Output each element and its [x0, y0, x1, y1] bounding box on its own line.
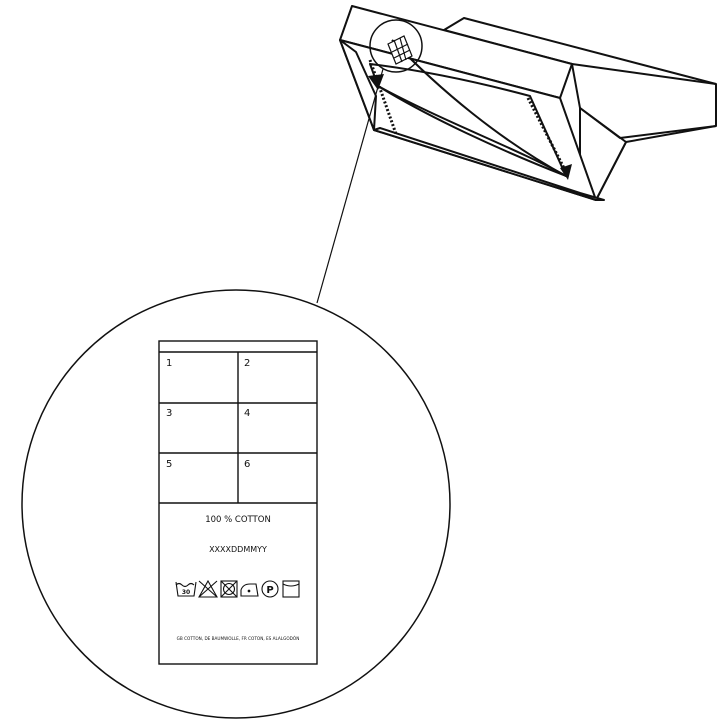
- iron-dot: [247, 589, 251, 593]
- tumble-circle: [222, 582, 236, 596]
- cell-number-2: 2: [244, 358, 250, 369]
- mattress-groove: [571, 63, 717, 139]
- wash-tub-shape: [175, 581, 197, 597]
- line-dry-icon: [282, 580, 300, 598]
- cell-number-1: 1: [166, 358, 172, 369]
- composition-text: 100 % COTTON: [205, 515, 271, 525]
- care-symbols-row: 30 P: [175, 579, 300, 598]
- wash-water-line: [175, 582, 195, 588]
- mini-label-shape: [387, 35, 413, 65]
- care-label-cells: 1 2 3 4 5 6: [166, 358, 250, 470]
- line-dry-square: [282, 580, 300, 598]
- wash-30-icon: 30: [175, 581, 197, 597]
- dry-clean-letter: P: [266, 585, 273, 596]
- tumble-square: [220, 580, 238, 598]
- cell-number-4: 4: [244, 408, 250, 419]
- zipper-arrows: [368, 59, 568, 173]
- zipper-right-line: [526, 97, 568, 173]
- bleach-cross: [198, 580, 218, 598]
- dry-clean-circle: [261, 580, 279, 598]
- mattress-illustration: [339, 5, 717, 201]
- languages-text: GB COTTON, DE BAUMWOLLE, FR COTON, ES AL…: [177, 636, 300, 641]
- mini-label-grid: [391, 37, 411, 63]
- cell-number-5: 5: [166, 459, 172, 470]
- wash-30-label: 30: [182, 589, 190, 596]
- cell-number-3: 3: [166, 408, 172, 419]
- callout-small-circle: [369, 19, 423, 73]
- iron-low-icon: [240, 583, 259, 597]
- callout-leader-line: [316, 68, 384, 304]
- zip-opening-inner: [391, 39, 567, 177]
- dry-clean-p-icon: P: [261, 580, 279, 598]
- tumble-cross: [220, 580, 238, 598]
- do-not-bleach-icon: [198, 579, 218, 598]
- mattress-bottom-strip: [373, 127, 605, 201]
- arrow-head-right-icon: [560, 164, 572, 180]
- bleach-triangle: [198, 579, 218, 598]
- line-dry-curve: [282, 583, 300, 587]
- mattress-label-mini: [387, 35, 413, 65]
- product-code-text: XXXXDDMMYY: [209, 545, 267, 554]
- care-label: [158, 340, 318, 665]
- zipper-left-line: [368, 59, 398, 135]
- iron-shape: [240, 583, 259, 597]
- cell-number-6: 6: [244, 459, 250, 470]
- do-not-tumble-dry-icon: [220, 580, 238, 598]
